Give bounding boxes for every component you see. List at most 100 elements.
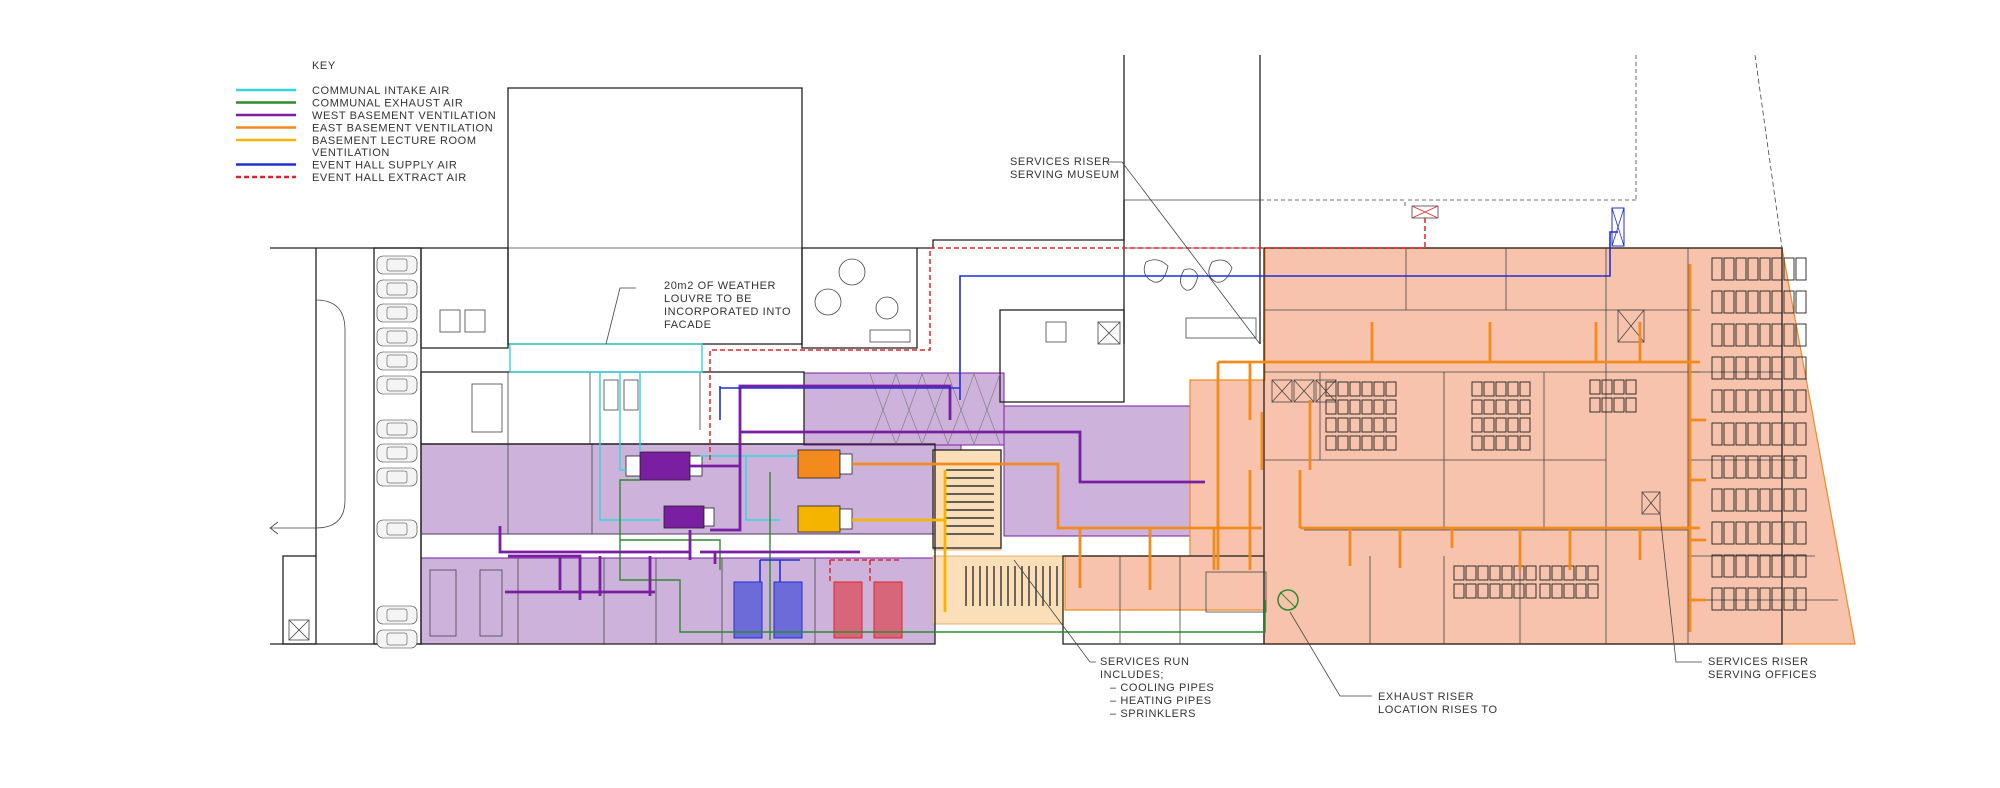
key-title: KEY bbox=[312, 60, 336, 72]
parked-car bbox=[376, 279, 418, 299]
office-desk bbox=[1349, 381, 1361, 397]
office-desk bbox=[1783, 554, 1795, 578]
office-desk bbox=[1519, 381, 1531, 397]
office-desk bbox=[1795, 290, 1807, 314]
riser-museum-line-2: SERVING MUSEUM bbox=[1010, 169, 1120, 181]
office-desk bbox=[1723, 455, 1735, 479]
riser-offices-line-2: SERVING OFFICES bbox=[1708, 669, 1817, 681]
office-desk bbox=[1735, 422, 1747, 446]
office-desk bbox=[1795, 257, 1807, 281]
east-ahu bbox=[797, 449, 853, 479]
office-desk bbox=[1325, 417, 1337, 433]
office-desk bbox=[1771, 323, 1783, 347]
lecture-room-south-zone bbox=[932, 555, 1064, 625]
office-desk bbox=[1711, 422, 1723, 446]
office-desk bbox=[1735, 488, 1747, 512]
office-desk bbox=[1589, 397, 1601, 413]
office-desk bbox=[1795, 521, 1807, 545]
office-desk bbox=[1471, 435, 1483, 451]
office-desk bbox=[1587, 565, 1599, 581]
key-label-0: COMMUNAL INTAKE AIR bbox=[312, 85, 450, 97]
office-desk bbox=[1723, 257, 1735, 281]
office-desk bbox=[1539, 583, 1551, 599]
key-label-4: BASEMENT LECTURE ROOM bbox=[312, 135, 477, 147]
supply-fans bbox=[733, 581, 803, 639]
office-desk bbox=[1795, 356, 1807, 380]
parked-car bbox=[376, 519, 418, 539]
office-desk bbox=[1711, 587, 1723, 611]
office-desk bbox=[1783, 488, 1795, 512]
riser-museum-line-1: SERVICES RISER bbox=[1010, 156, 1111, 168]
office-desk bbox=[1471, 399, 1483, 415]
communal-intake-duct bbox=[509, 343, 798, 521]
east-basement-zone bbox=[1064, 247, 1856, 645]
office-desk bbox=[1501, 565, 1513, 581]
key-label-4-cont: VENTILATION bbox=[312, 147, 390, 159]
office-desk bbox=[1507, 381, 1519, 397]
office-desk bbox=[1771, 422, 1783, 446]
office-desk bbox=[1325, 435, 1337, 451]
office-desk bbox=[1465, 565, 1477, 581]
office-desk bbox=[1361, 399, 1373, 415]
event-hall-supply-duct bbox=[719, 231, 1618, 582]
office-desk bbox=[1477, 583, 1489, 599]
office-desk bbox=[1759, 290, 1771, 314]
office-desk bbox=[1501, 583, 1513, 599]
office-desk bbox=[1385, 435, 1397, 451]
office-desk bbox=[1735, 455, 1747, 479]
office-desk bbox=[1759, 455, 1771, 479]
office-desk bbox=[1771, 257, 1783, 281]
office-desk bbox=[1575, 565, 1587, 581]
office-desk bbox=[1759, 587, 1771, 611]
office-desk bbox=[1735, 554, 1747, 578]
office-desk bbox=[1747, 422, 1759, 446]
key-label-5: EVENT HALL SUPPLY AIR bbox=[312, 160, 457, 172]
office-desk bbox=[1453, 565, 1465, 581]
exhaust-riser-fan bbox=[1277, 589, 1299, 611]
office-desk bbox=[1495, 435, 1507, 451]
office-desk bbox=[1519, 435, 1531, 451]
office-desk bbox=[1711, 389, 1723, 413]
office-desk bbox=[1795, 554, 1807, 578]
office-desk bbox=[1453, 583, 1465, 599]
annotation-louvre: 20m2 OF WEATHER LOUVRE TO BE INCORPORATE… bbox=[605, 280, 791, 345]
office-desk bbox=[1711, 257, 1723, 281]
office-desk bbox=[1783, 323, 1795, 347]
office-desk bbox=[1711, 323, 1723, 347]
office-desk bbox=[1349, 399, 1361, 415]
office-desk bbox=[1711, 290, 1723, 314]
office-desk bbox=[1507, 435, 1519, 451]
office-desk bbox=[1483, 381, 1495, 397]
office-desk bbox=[1747, 455, 1759, 479]
parked-car bbox=[376, 303, 418, 323]
office-desk bbox=[1783, 290, 1795, 314]
office-desk bbox=[1625, 379, 1637, 395]
office-desk bbox=[1735, 389, 1747, 413]
lecture-room-duct bbox=[852, 470, 947, 612]
office-desk bbox=[1385, 399, 1397, 415]
communal-exhaust-duct bbox=[619, 472, 1266, 640]
office-desk bbox=[1507, 417, 1519, 433]
office-desk bbox=[1771, 356, 1783, 380]
parked-car bbox=[376, 467, 418, 487]
office-desk bbox=[1723, 587, 1735, 611]
office-desk bbox=[1747, 488, 1759, 512]
office-desk bbox=[1519, 417, 1531, 433]
office-desk bbox=[1747, 290, 1759, 314]
office-desk bbox=[1735, 587, 1747, 611]
office-desk bbox=[1495, 381, 1507, 397]
office-desk bbox=[1495, 417, 1507, 433]
office-desk bbox=[1723, 554, 1735, 578]
office-desk bbox=[1495, 399, 1507, 415]
services-run-line-5: – SPRINKLERS bbox=[1110, 708, 1196, 720]
office-desk bbox=[1783, 455, 1795, 479]
office-desk bbox=[1525, 565, 1537, 581]
office-desk bbox=[1471, 381, 1483, 397]
office-desk bbox=[1563, 583, 1575, 599]
office-desk bbox=[1361, 435, 1373, 451]
office-desk bbox=[1783, 389, 1795, 413]
louvre-line-3: INCORPORATED INTO bbox=[664, 306, 791, 318]
west-ahu-1 bbox=[625, 451, 703, 481]
